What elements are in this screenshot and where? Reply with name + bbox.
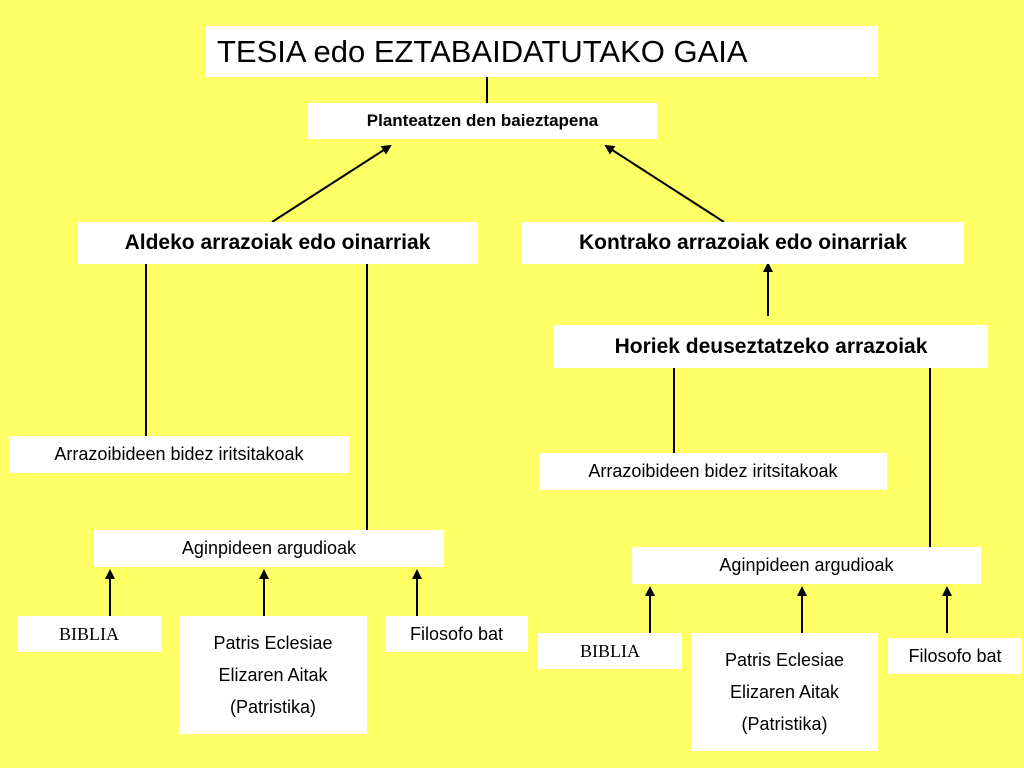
pro-bible-box: BIBLIA — [17, 616, 161, 652]
contra-fathers-box: Patris Eclesiae Elizaren Aitak (Patristi… — [691, 633, 878, 751]
contra-philosopher-box: Filosofo bat — [888, 638, 1022, 674]
contra-heading-box: Kontrako arrazoiak edo oinarriak — [522, 222, 964, 264]
contra-to-claim-arrow — [604, 144, 725, 223]
pro-fathers-line-3: (Patristika) — [229, 697, 316, 717]
main-claim-box: Planteatzen den baieztapena — [308, 103, 657, 139]
contra-fathers-line-2: Elizaren Aitak — [729, 682, 840, 702]
contra-reasoning-box: Arrazoibideen bidez iritsitakoak — [539, 453, 887, 490]
pro-philosopher-box: Filosofo bat — [385, 616, 528, 652]
pro-authority-box: Aginpideen argudioak — [94, 530, 444, 567]
contra-bible-box: BIBLIA — [538, 633, 682, 669]
refutation-box: Horiek deuseztatzeko arrazoiak — [554, 325, 988, 368]
contra-fathers-line-1: Patris Eclesiae — [724, 650, 845, 670]
pro-fathers-box: Patris Eclesiae Elizaren Aitak (Patristi… — [179, 616, 367, 734]
pro-heading-box: Aldeko arrazoiak edo oinarriak — [77, 222, 478, 264]
contra-fathers-line-3: (Patristika) — [741, 714, 828, 734]
thesis-title: TESIA edo EZTABAIDATUTAKO GAIA — [205, 26, 878, 77]
pro-fathers-line-2: Elizaren Aitak — [218, 665, 328, 685]
pro-to-claim-arrow — [271, 144, 392, 223]
contra-authority-box: Aginpideen argudioak — [632, 547, 981, 584]
pro-reasoning-box: Arrazoibideen bidez iritsitakoak — [9, 436, 349, 473]
pro-fathers-line-1: Patris Eclesiae — [213, 633, 333, 653]
